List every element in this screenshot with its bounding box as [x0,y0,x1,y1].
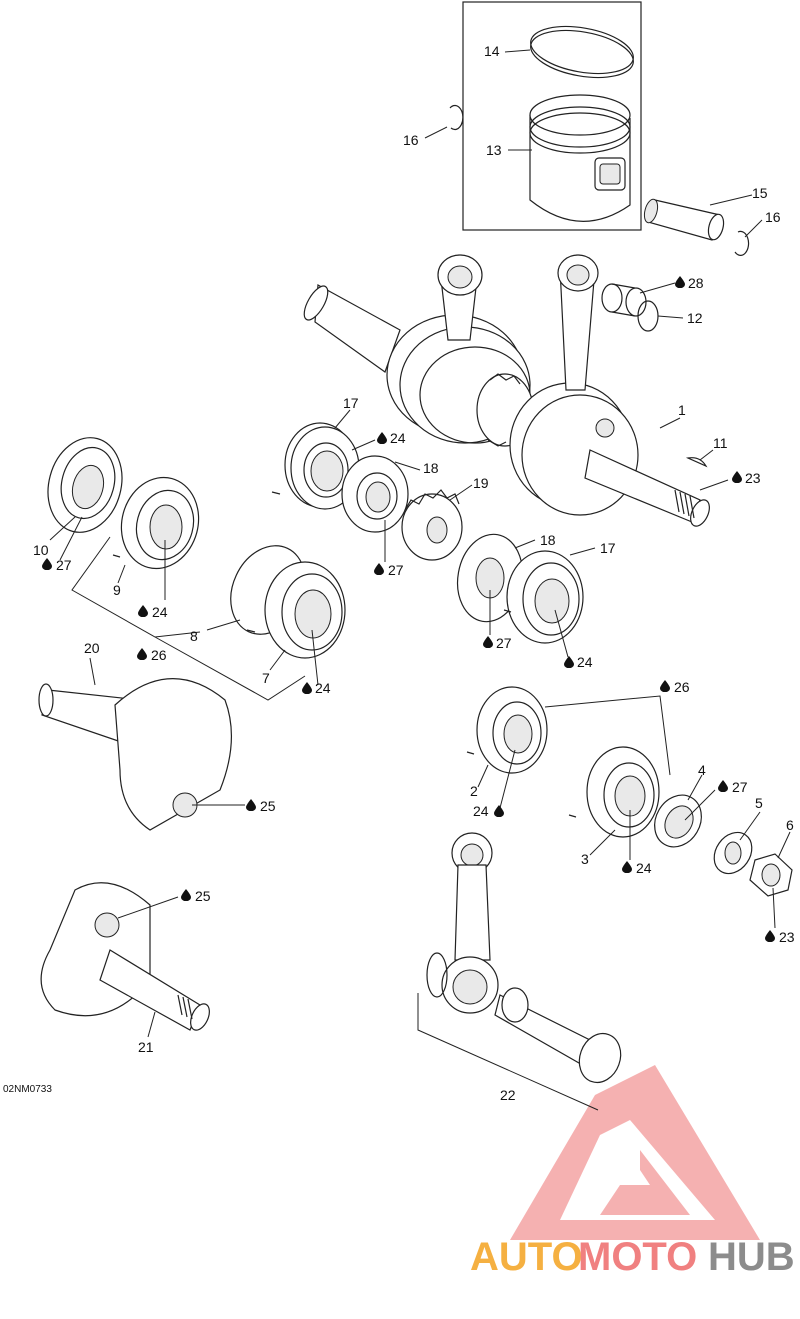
main-bearing-upper [284,422,360,510]
callout-13: 13 [486,142,502,158]
bracket-22 [417,993,599,1111]
piston [529,94,631,222]
callout-labels: 14 16 13 15 16 28 12 1 17 24 18 11 23 19… [33,43,795,1103]
callout-16: 16 [403,132,419,148]
dowel-pin [271,491,281,495]
callout-25: 25 [260,798,276,814]
callout-22: 22 [500,1087,516,1103]
callout-26: 26 [674,679,690,695]
leader-lines [49,49,791,1038]
crankshaft-half-left [38,678,232,831]
callout-7: 7 [262,670,270,686]
connecting-rod-kit [426,832,622,1084]
callout-2: 2 [470,783,478,799]
dowel-pin-8 [246,629,256,633]
callout-28: 28 [688,275,704,291]
callout-24: 24 [577,654,593,670]
oil-seal-4 [654,794,702,848]
piston-pin [643,198,725,241]
callout-19: 19 [473,475,489,491]
callout-27: 27 [732,779,748,795]
bearing-3 [586,746,660,838]
callout-15: 15 [752,185,768,201]
callout-24: 24 [390,430,406,446]
callout-20: 20 [84,640,100,656]
callout-24: 24 [473,803,489,819]
callout-8: 8 [190,628,198,644]
callout-5: 5 [755,795,763,811]
watermark-logo: AUTO MOTO HUB [470,1065,795,1279]
piston-ring [530,25,634,79]
callout-6: 6 [786,817,794,833]
callout-18: 18 [540,532,556,548]
woodruff-key [685,457,708,468]
callout-4: 4 [698,762,706,778]
callout-3: 3 [581,851,589,867]
diagram-code: 02NM0733 [3,1084,52,1095]
callout-1: 1 [678,402,686,418]
bracket-24-left [154,636,306,701]
callout-27: 27 [496,635,512,651]
bearing-9 [120,476,200,570]
main-bearing-lower [506,550,584,644]
callout-24: 24 [636,860,652,876]
callout-9: 9 [113,582,121,598]
nut-6 [749,853,793,897]
callout-23: 23 [779,929,795,945]
callout-26: 26 [151,647,167,663]
callout-16: 16 [765,209,781,225]
dowel-pin-3 [568,814,577,818]
callout-23: 23 [745,470,761,486]
watermark-g-mark [600,1150,690,1215]
watermark-word-hub: HUB [708,1235,795,1279]
callout-18: 18 [423,460,439,476]
washer-5 [713,831,753,875]
piston-pin-circlip-left [449,104,464,131]
dowel-pin-2 [466,751,475,755]
watermark-word-moto: MOTO [578,1235,697,1279]
callout-17: 17 [600,540,616,556]
crankshaft-half-right [40,882,210,1031]
oil-seal-left [47,437,123,533]
callout-27: 27 [56,557,72,573]
callout-25: 25 [195,888,211,904]
piston-pin-circlip-right [734,230,750,256]
needle-bearing-small-end [601,283,659,332]
bracket-26-right [544,695,671,776]
callout-17: 17 [343,395,359,411]
crankshaft-assembly [303,254,710,527]
oil-seal-upper [341,455,409,533]
watermark-word-auto: AUTO [470,1235,583,1279]
bearing-7 [264,561,346,659]
bearing-2 [476,686,548,774]
callout-14: 14 [484,43,500,59]
callout-12: 12 [687,310,703,326]
dowel-pin-9 [112,554,121,558]
callout-24: 24 [315,680,331,696]
drive-gear [401,489,463,561]
callout-10: 10 [33,542,49,558]
callout-27: 27 [388,562,404,578]
dowel-pin-17b [503,609,512,613]
bracket-26-left [71,536,201,638]
callout-24: 24 [152,604,168,620]
callout-11: 11 [713,435,728,451]
watermark-triangle-inner [560,1120,715,1220]
callout-21: 21 [138,1039,154,1055]
